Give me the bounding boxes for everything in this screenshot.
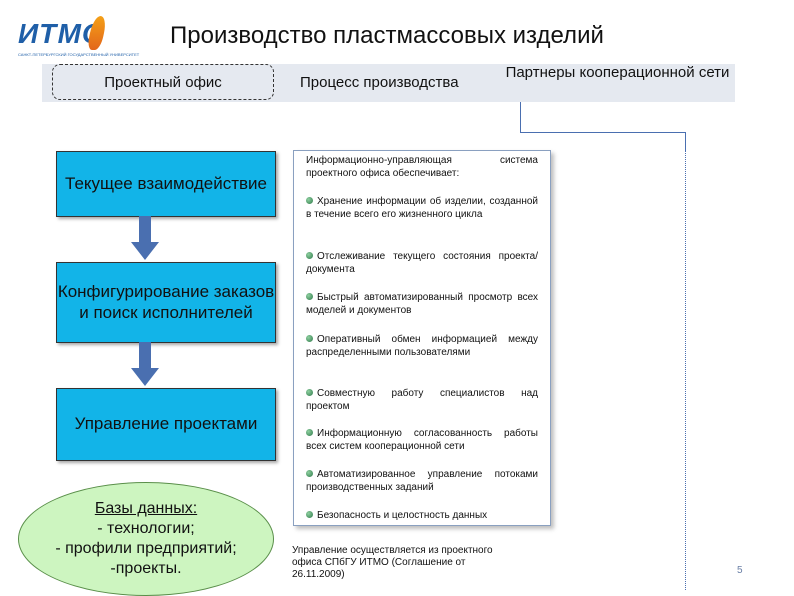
connector-line-vertical-right (685, 132, 686, 152)
bullet-icon (306, 470, 313, 477)
project-office-box: Проектный офис (52, 64, 274, 100)
bullet-icon (306, 389, 313, 396)
step-current-interaction: Текущее взаимодействие (56, 151, 276, 217)
arrow-down-icon (131, 216, 159, 260)
step-label: Конфигурирование заказов и поиск исполни… (57, 281, 275, 322)
production-process-label: Процесс производства (300, 74, 459, 91)
info-list-item: Информационную согласованность работы вс… (306, 428, 538, 452)
bullet-icon (306, 429, 313, 436)
info-list-item: Отслеживание текущего состояния проекта/… (306, 251, 538, 275)
databases-ellipse: Базы данных: - технологии; - профили пре… (18, 482, 274, 596)
connector-line-vertical-left (520, 102, 521, 132)
databases-line: - профили предприятий; (55, 540, 237, 557)
info-list-item: Оперативный обмен информацией между расп… (306, 334, 538, 358)
page-title: Производство пластмассовых изделий (170, 22, 604, 49)
bullet-icon (306, 252, 313, 259)
info-system-box (293, 150, 551, 526)
bullet-icon (306, 197, 313, 204)
dotted-connector (685, 150, 686, 590)
connector-line-horizontal (520, 132, 685, 133)
footnote: Управление осуществляется из проектного … (292, 545, 493, 581)
bullet-icon (306, 511, 313, 518)
info-intro: Информационно-управляющая система проект… (306, 155, 538, 179)
bullet-icon (306, 293, 313, 300)
bullet-icon (306, 335, 313, 342)
databases-title: Базы данных: (94, 500, 198, 517)
step-order-configuration: Конфигурирование заказов и поиск исполни… (56, 262, 276, 343)
step-project-management: Управление проектами (56, 388, 276, 461)
step-label: Управление проектами (74, 414, 258, 434)
databases-line: - технологии; (97, 520, 195, 537)
info-list-item: Быстрый автоматизированный просмотр всех… (306, 292, 538, 316)
databases-line: -проекты. (110, 560, 182, 577)
info-list-item: Совместную работу специалистов над проек… (306, 388, 538, 412)
logo-subtitle: САНКТ-ПЕТЕРБУРГСКИЙ ГОСУДАРСТВЕННЫЙ УНИВ… (18, 52, 140, 57)
itmo-logo: ИТМО САНКТ-ПЕТЕРБУРГСКИЙ ГОСУДАРСТВЕННЫЙ… (10, 14, 139, 60)
info-list-item: Автоматизированное управление потоками п… (306, 469, 538, 493)
info-list-item: Хранение информации об изделии, созданно… (306, 196, 538, 220)
step-label: Текущее взаимодействие (65, 173, 267, 193)
page-number: 5 (737, 565, 743, 576)
arrow-down-icon (131, 342, 159, 386)
partners-label: Партнеры кооперационной сети (505, 64, 730, 81)
project-office-label: Проектный офис (104, 73, 222, 91)
info-list-item: Безопасность и целостность данных (306, 510, 538, 523)
